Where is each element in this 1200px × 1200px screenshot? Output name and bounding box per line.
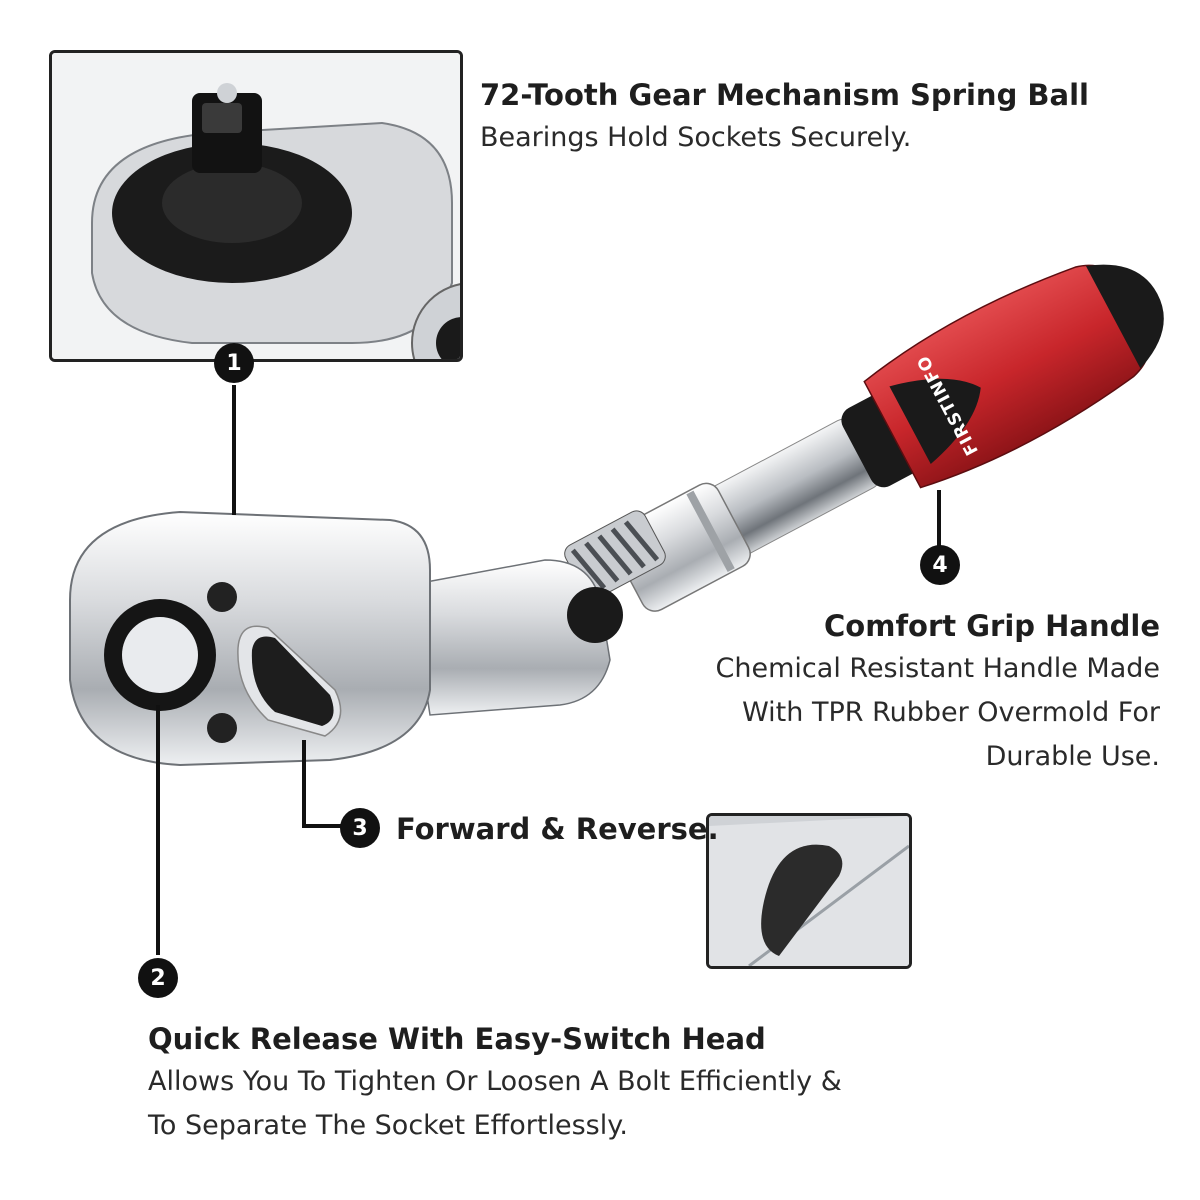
inset-gear-mechanism xyxy=(49,50,463,362)
caption-forward-reverse: Forward & Reverse. xyxy=(396,808,719,850)
caption-4-line-1: Chemical Resistant Handle Made xyxy=(715,653,1160,684)
caption-4-line-2: With TPR Rubber Overmold For xyxy=(742,697,1160,728)
leader-line-2 xyxy=(156,705,160,955)
caption-comfort-grip: Comfort Grip Handle Chemical Resistant H… xyxy=(716,605,1160,779)
caption-1-line-1: Bearings Hold Sockets Securely. xyxy=(480,122,912,153)
caption-4-title: Comfort Grip Handle xyxy=(824,609,1160,643)
caption-1-title: 72-Tooth Gear Mechanism Spring Ball xyxy=(480,78,1089,112)
leader-line-3b xyxy=(302,824,350,828)
caption-2-title: Quick Release With Easy-Switch Head xyxy=(148,1022,766,1056)
caption-3-title: Forward & Reverse. xyxy=(396,812,719,846)
caption-gear-mechanism: 72-Tooth Gear Mechanism Spring Ball Bear… xyxy=(480,74,1089,160)
callout-marker-1: 1 xyxy=(214,343,254,383)
caption-2-line-2: To Separate The Socket Effortlessly. xyxy=(148,1110,628,1141)
caption-quick-release: Quick Release With Easy-Switch Head Allo… xyxy=(148,1018,842,1148)
leader-line-1 xyxy=(232,385,236,515)
inset-direction-lever xyxy=(706,813,912,969)
leader-line-3a xyxy=(302,740,306,828)
caption-4-line-3: Durable Use. xyxy=(985,741,1160,772)
callout-marker-2: 2 xyxy=(138,958,178,998)
callout-marker-3: 3 xyxy=(340,808,380,848)
leader-line-4 xyxy=(937,490,941,550)
callout-marker-4: 4 xyxy=(920,545,960,585)
caption-2-line-1: Allows You To Tighten Or Loosen A Bolt E… xyxy=(148,1066,842,1097)
